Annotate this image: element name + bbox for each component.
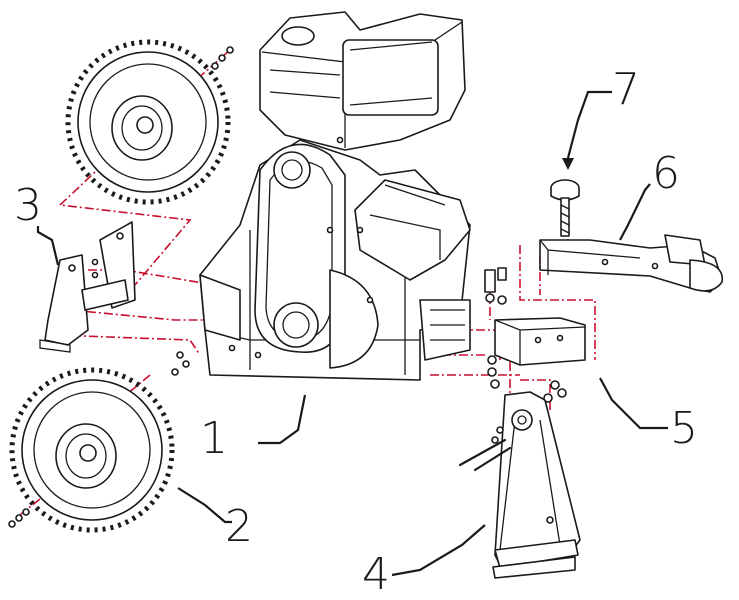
callout-number-2: 2	[225, 501, 253, 552]
tongue-receiver	[484, 267, 586, 389]
leader-2	[177, 487, 232, 524]
leader-5	[599, 377, 668, 430]
leader-7-arrowhead	[562, 158, 574, 170]
hitch-pin	[550, 179, 580, 237]
callout-number-7: 7	[612, 64, 640, 115]
axle-bracket	[39, 221, 136, 353]
wheel-hardware	[8, 46, 234, 528]
leader-1	[258, 394, 307, 445]
callout-number-5: 5	[670, 403, 698, 454]
wheel-upper	[65, 39, 231, 205]
callout-number-6: 6	[652, 148, 680, 199]
callout-number-4: 4	[362, 549, 390, 600]
hitch-tongue-coupler	[539, 234, 723, 293]
callout-leaders	[36, 90, 668, 577]
callout-number-3: 3	[14, 180, 42, 231]
leader-4	[391, 524, 486, 577]
leader-7	[566, 90, 612, 159]
leader-6	[619, 183, 651, 241]
main-frame-assembly	[199, 11, 471, 381]
leader-3	[36, 226, 60, 266]
wheel-lower	[9, 367, 175, 533]
front-stand	[458, 380, 581, 579]
callout-number-1: 1	[200, 413, 228, 464]
